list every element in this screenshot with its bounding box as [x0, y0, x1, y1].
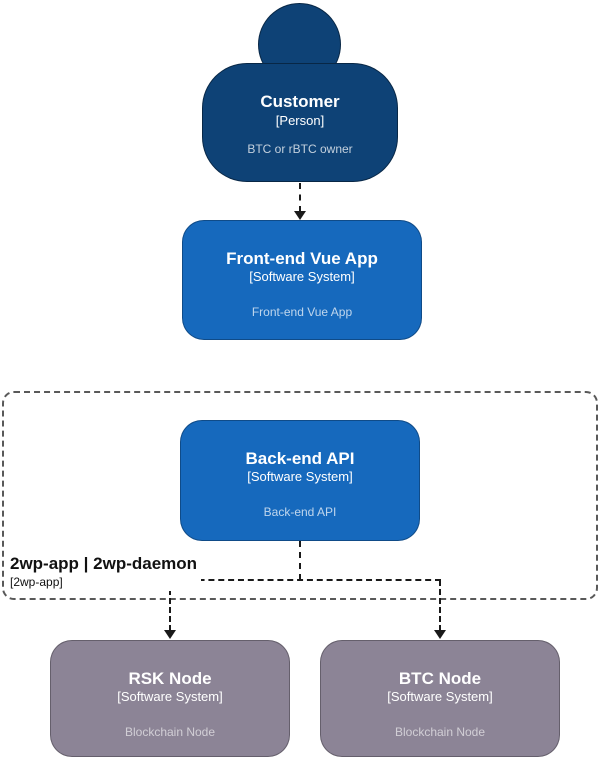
- frontend-title: Front-end Vue App: [226, 249, 378, 268]
- connector-to-rsk: [169, 580, 171, 631]
- system-node-frontend: Front-end Vue App [Software System] Fron…: [182, 220, 422, 340]
- person-description: BTC or rBTC owner: [247, 141, 353, 156]
- arrowhead-frontend-icon: [294, 211, 306, 220]
- arrowhead-rsk-icon: [164, 630, 176, 639]
- boundary-title: 2wp-app | 2wp-daemon: [10, 554, 198, 573]
- boundary-subtitle: [2wp-app]: [10, 575, 63, 590]
- person-title: Customer: [260, 92, 340, 111]
- frontend-type: [Software System]: [249, 269, 355, 285]
- rsk-description: Blockchain Node: [124, 725, 216, 740]
- btc-description: Blockchain Node: [394, 725, 486, 740]
- system-node-backend: Back-end API [Software System] Back-end …: [180, 420, 420, 541]
- connector-to-btc: [439, 580, 441, 631]
- connector-customer-frontend: [299, 183, 301, 212]
- person-node-customer: Customer [Person] BTC or rBTC owner: [202, 63, 398, 182]
- connector-backend-down: [299, 541, 301, 580]
- rsk-title: RSK Node: [128, 669, 212, 688]
- backend-type: [Software System]: [247, 469, 353, 485]
- boundary-box-2wp-app: [2, 391, 598, 600]
- rsk-type: [Software System]: [117, 689, 223, 705]
- external-node-btc: BTC Node [Software System] Blockchain No…: [320, 640, 560, 757]
- btc-title: BTC Node: [398, 669, 482, 688]
- boundary-label: 2wp-app | 2wp-daemon [2wp-app]: [10, 553, 202, 591]
- backend-description: Back-end API: [263, 505, 337, 520]
- arrowhead-btc-icon: [434, 630, 446, 639]
- external-node-rsk: RSK Node [Software System] Blockchain No…: [50, 640, 290, 757]
- backend-title: Back-end API: [245, 449, 355, 468]
- frontend-description: Front-end Vue App: [251, 305, 353, 320]
- connector-branch-horizontal: [169, 579, 441, 581]
- person-type: [Person]: [275, 113, 325, 129]
- btc-type: [Software System]: [387, 689, 493, 705]
